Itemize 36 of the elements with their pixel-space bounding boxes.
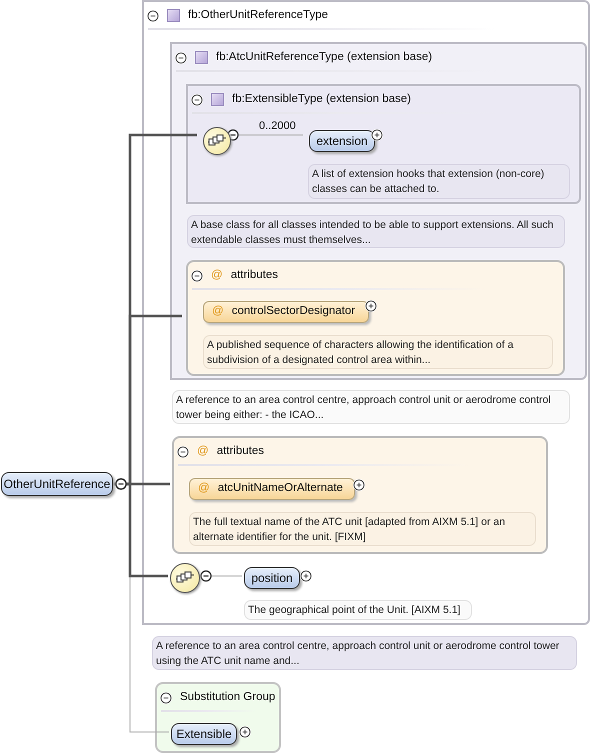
type-panel xyxy=(186,84,581,204)
panel-heading: attributes xyxy=(216,444,264,459)
documentation-bubble: The full textual name of the ATC unit [adapted from AIXM 5.1] or an alternate identifier for the unit. [FIXM] xyxy=(189,512,536,546)
attribute-name: controlSectorDesignator xyxy=(232,304,356,320)
element-node: extension xyxy=(309,130,375,152)
cardinality-label: 0..2000 xyxy=(258,120,297,132)
attribute-at-sign: @ xyxy=(211,268,223,283)
panel-heading: fb:OtherUnitReferenceType xyxy=(188,8,328,23)
type-panel xyxy=(170,42,587,380)
element-node: OtherUnitReference xyxy=(1,472,113,496)
documentation-bubble: A reference to an area control centre, approach control unit or aerodrome control tower being either: - the ICAO... xyxy=(172,390,570,424)
attribute-at-sign: @ xyxy=(197,444,209,459)
attribute-name: atcUnitNameOrAlternate xyxy=(218,481,343,496)
attributes-panel xyxy=(172,436,548,554)
connector-line xyxy=(113,478,168,578)
panel-heading: fb:ExtensibleType (extension base) xyxy=(232,92,411,107)
documentation-bubble: A published sequence of characters allowing the identification of a subdivision of a designated control area within... xyxy=(203,335,553,369)
attribute-node xyxy=(203,301,369,323)
element-node: Extensible xyxy=(171,723,237,745)
panel-heading: Substitution Group xyxy=(180,690,276,705)
panel-heading: fb:AtcUnitReferenceType (extension base) xyxy=(216,50,432,65)
documentation-bubble: A reference to an area control centre, approach control unit or aerodrome control tower using the ATC unit name and... xyxy=(152,636,577,670)
element-node: position xyxy=(244,567,300,589)
attribute-at-sign: @ xyxy=(198,481,210,496)
attribute-node xyxy=(189,478,355,500)
substitution-group-panel xyxy=(155,682,281,753)
sequence-compositor xyxy=(170,563,200,593)
type-panel xyxy=(142,0,590,625)
panel-heading: attributes xyxy=(230,268,278,283)
connector-line xyxy=(198,570,242,582)
documentation-bubble: The geographical point of the Unit. [AIXM 5.1] xyxy=(244,600,472,620)
documentation-bubble: A list of extension hooks that extension (non-core) classes can be attached to. xyxy=(308,164,570,199)
attributes-panel xyxy=(186,260,565,376)
documentation-bubble: A base class for all classes intended to be able to support extensions. All such extendable classes must themselves... xyxy=(187,215,565,248)
sequence-compositor xyxy=(203,127,231,155)
attribute-at-sign: @ xyxy=(212,304,224,320)
